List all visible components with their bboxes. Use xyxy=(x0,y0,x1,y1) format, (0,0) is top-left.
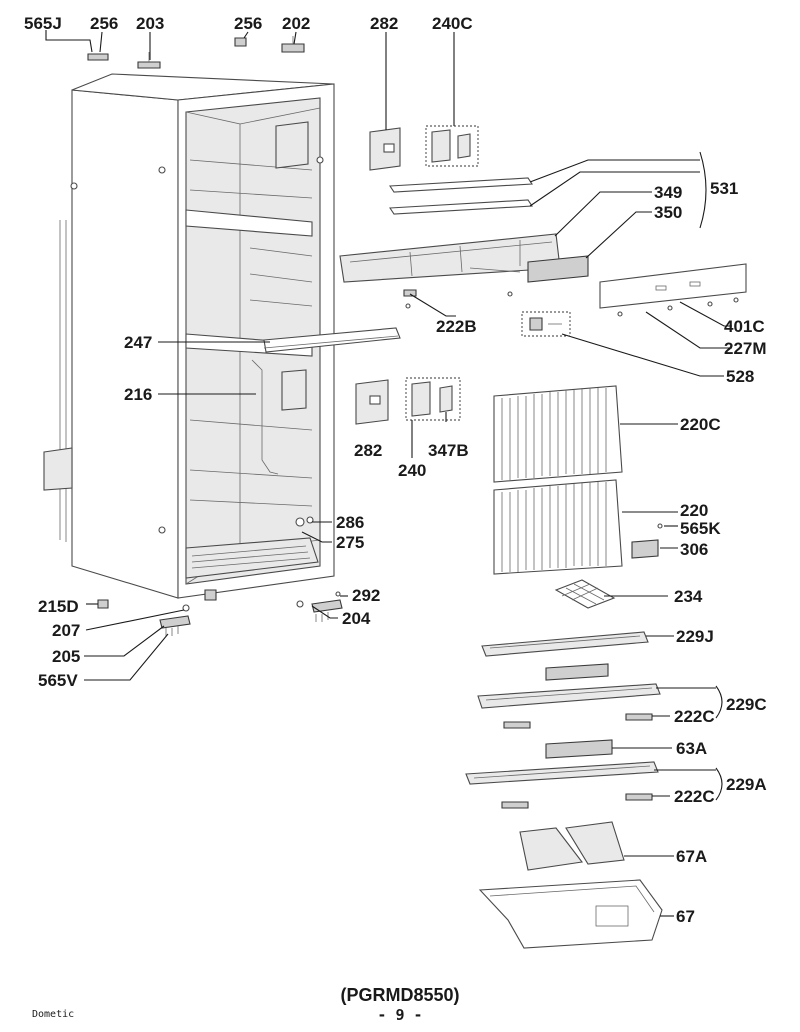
refrigerator-cabinet xyxy=(43,73,335,601)
label-306: 306 xyxy=(680,540,708,559)
label-240: 240 xyxy=(398,461,426,480)
control-housing-upper xyxy=(369,125,479,171)
label-67A: 67A xyxy=(676,847,707,866)
freezer-door xyxy=(493,385,623,483)
brand-footer: Dometic xyxy=(32,1009,75,1020)
label-234: 234 xyxy=(674,587,703,606)
label-222C-upper: 222C xyxy=(674,707,715,726)
crisper-bin xyxy=(478,879,663,949)
label-565V: 565V xyxy=(38,671,78,690)
label-282-upper: 282 xyxy=(370,14,398,33)
label-256-right: 256 xyxy=(234,14,262,33)
fresh-food-door xyxy=(493,479,663,575)
bottom-hardware xyxy=(97,591,343,636)
label-256-left: 256 xyxy=(90,14,118,33)
label-229J: 229J xyxy=(676,627,714,646)
label-63A: 63A xyxy=(676,739,707,758)
label-240C: 240C xyxy=(432,14,473,33)
label-349: 349 xyxy=(654,183,682,202)
label-222C-lower: 222C xyxy=(674,787,715,806)
label-205: 205 xyxy=(52,647,80,666)
label-203: 203 xyxy=(136,14,164,33)
model-code: (PGRMD8550) xyxy=(340,985,460,1005)
label-202: 202 xyxy=(282,14,310,33)
label-292: 292 xyxy=(352,586,380,605)
label-565J: 565J xyxy=(24,14,62,33)
label-350: 350 xyxy=(654,203,682,222)
leader-lines xyxy=(45,30,732,917)
page-number: - 9 - xyxy=(377,1006,423,1024)
trim-panel xyxy=(599,263,747,317)
crossmember-assembly xyxy=(339,177,589,309)
lower-fridge-shelf xyxy=(465,761,659,809)
label-220: 220 xyxy=(680,501,708,520)
crisper-covers xyxy=(519,821,625,871)
label-247: 247 xyxy=(124,333,152,352)
label-227M: 227M xyxy=(724,339,767,358)
label-286: 286 xyxy=(336,513,364,532)
freezer-shelf xyxy=(481,631,649,681)
label-528: 528 xyxy=(726,367,754,386)
label-347B: 347B xyxy=(428,441,469,460)
label-531: 531 xyxy=(710,179,738,198)
label-67: 67 xyxy=(676,907,695,926)
label-565K: 565K xyxy=(680,519,721,538)
label-222B: 222B xyxy=(436,317,477,336)
label-207: 207 xyxy=(52,621,80,640)
drip-tray xyxy=(251,327,401,475)
label-216: 216 xyxy=(124,385,152,404)
label-401C: 401C xyxy=(724,317,765,336)
ice-tray xyxy=(554,579,616,609)
label-220C: 220C xyxy=(680,415,721,434)
top-hinge-hardware xyxy=(87,36,305,69)
label-204: 204 xyxy=(342,609,371,628)
part-labels: 565J 256 203 256 202 282 240C 531 349 35… xyxy=(24,14,767,926)
latch-kit xyxy=(521,311,571,337)
label-229A: 229A xyxy=(726,775,767,794)
label-275: 275 xyxy=(336,533,364,552)
label-282-lower: 282 xyxy=(354,441,382,460)
upper-fridge-shelf xyxy=(477,683,661,759)
label-229C: 229C xyxy=(726,695,767,714)
label-215D: 215D xyxy=(38,597,79,616)
control-housing-lower xyxy=(355,377,461,425)
